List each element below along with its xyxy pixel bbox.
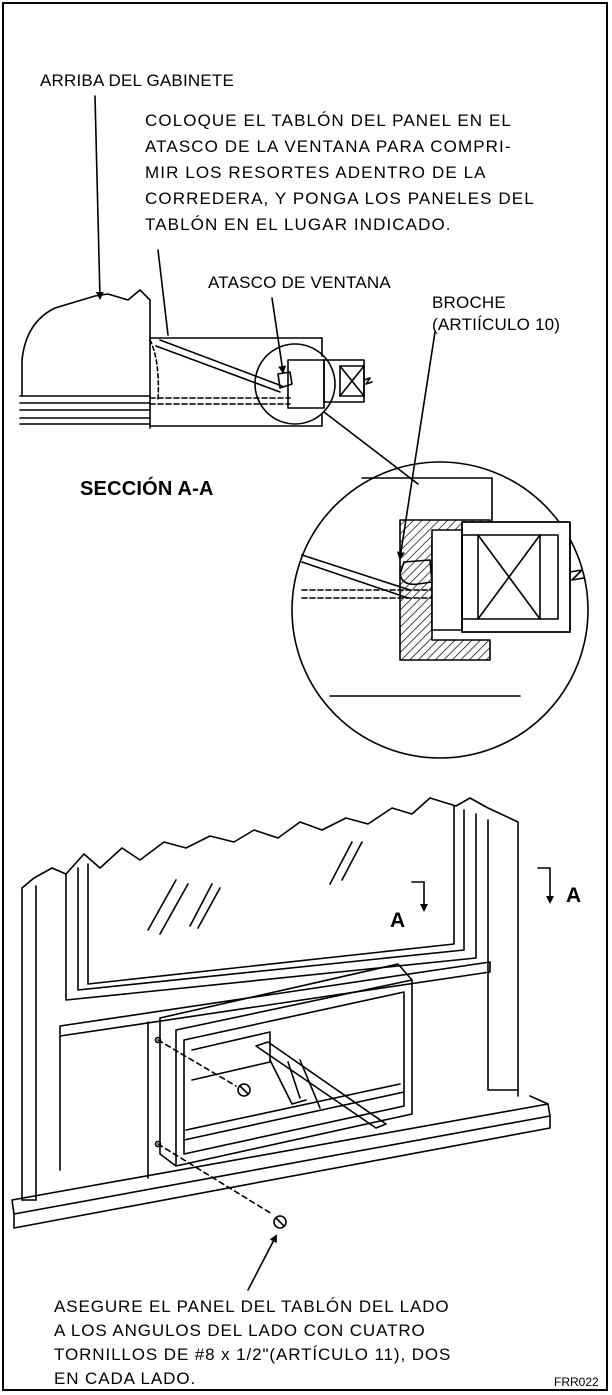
- leader-tornillo: [247, 1234, 277, 1291]
- leader-arriba: [94, 95, 104, 300]
- instruction-top-line-1: COLOQUE EL TABLÓN DEL PANEL EN EL: [145, 111, 512, 130]
- window-perspective: [11, 797, 554, 1229]
- instruction-bottom-line-3: TORNILLOS DE #8 x 1/2"(ARTÍCULO 11), DOS: [54, 1345, 452, 1364]
- section-title: SECCIÓN A-A: [80, 478, 214, 500]
- section-mark-right: A: [566, 884, 582, 907]
- instruction-bottom-line-1: ASEGURE EL PANEL DEL TABLÓN DEL LADO: [54, 1297, 450, 1316]
- section-mark-left: A: [390, 909, 406, 932]
- instruction-top-line-3: MIR LOS RESORTES ADENTRO DE LA: [145, 163, 487, 182]
- instruction-bottom-line-2: A LOS ANGULOS DEL LADO CON CUATRO: [54, 1321, 426, 1340]
- zoom-circle-small: [254, 343, 336, 425]
- label-broche: BROCHE: [432, 293, 506, 312]
- leader-instruccion: [157, 249, 169, 336]
- leader-atasco: [271, 297, 287, 374]
- label-articulo-10: (ARTIÍCULO 10): [432, 315, 561, 334]
- figure-code: FRR022: [554, 1375, 599, 1389]
- zoom-circle-large: [291, 461, 589, 759]
- label-arriba-del-gabinete: ARRIBA DEL GABINETE: [40, 71, 235, 90]
- label-atasco-de-ventana: ATASCO DE VENTANA: [208, 273, 391, 292]
- instruction-top-line-4: CORREDERA, Y PONGA LOS PANELES DEL: [145, 189, 535, 208]
- instruction-top-line-5: TABLÓN EN EL LUGAR INDICADO.: [145, 215, 452, 234]
- detail-enlarged: [301, 477, 585, 697]
- cabinet-section: [19, 289, 373, 429]
- instruction-bottom-line-4: EN CADA LADO.: [54, 1369, 197, 1388]
- instruction-top-line-2: ATASCO DE LA VENTANA PARA COMPRI-: [145, 137, 512, 156]
